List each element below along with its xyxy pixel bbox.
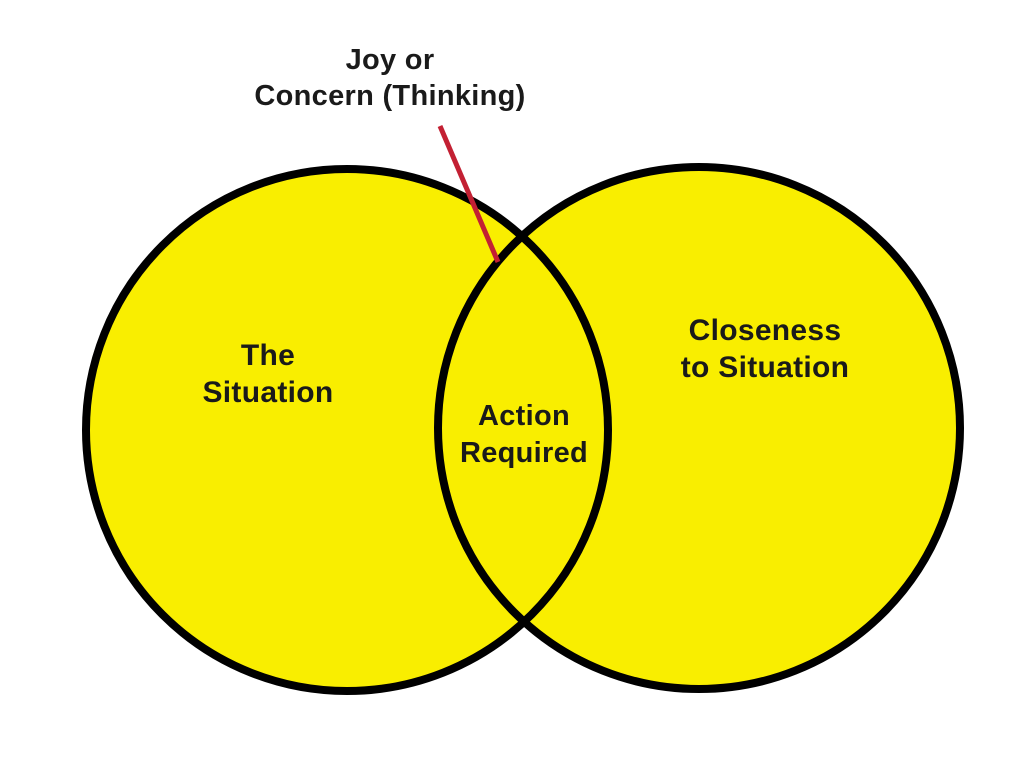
callout-line: [437, 125, 501, 263]
right-circle-outline: [434, 163, 964, 693]
right-circle-label: Closeness to Situation: [635, 312, 895, 386]
left-circle-label-line2: Situation: [202, 376, 334, 409]
right-circle-label-line1: Closeness: [688, 314, 842, 347]
diagram-title-line1: Joy or: [345, 44, 435, 76]
intersection-label: Action Required: [424, 398, 624, 472]
left-circle-label: The Situation: [148, 337, 388, 411]
right-circle-label-line2: to Situation: [680, 351, 850, 384]
intersection-label-line1: Action: [477, 400, 570, 432]
diagram-title: Joy or Concern (Thinking): [200, 42, 580, 114]
diagram-title-line2: Concern (Thinking): [254, 80, 526, 112]
left-circle-outline: [82, 165, 612, 695]
intersection-label-line2: Required: [459, 437, 589, 469]
left-circle-label-line1: The: [240, 339, 296, 372]
